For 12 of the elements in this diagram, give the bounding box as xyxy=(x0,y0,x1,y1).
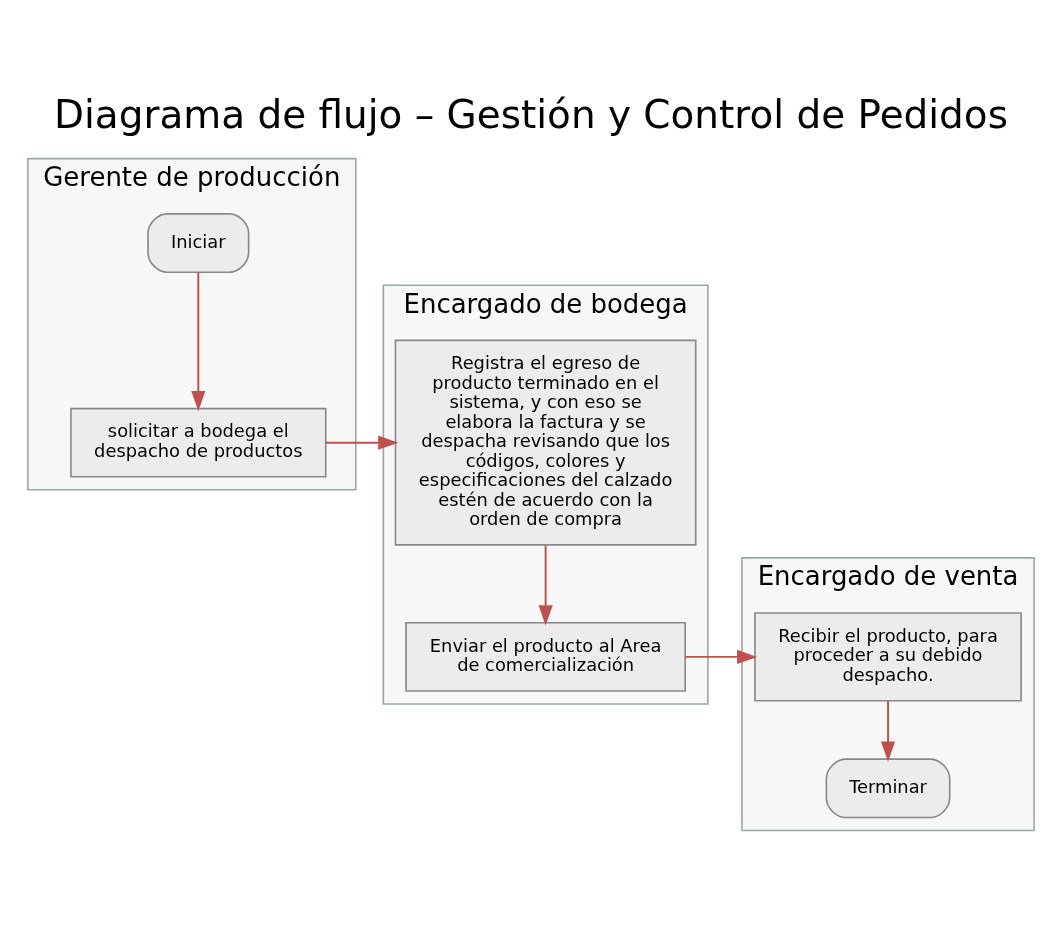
node-box: Iniciar xyxy=(147,212,250,273)
arrow xyxy=(324,435,399,450)
arrow xyxy=(880,699,896,762)
diagram-title: Diagrama de flujo – Gestión y Control de Pedidos xyxy=(54,91,1008,137)
node-box: Recibir el producto, para proceder a su debido despacho. xyxy=(754,611,1022,701)
arrow xyxy=(538,543,553,626)
node-box: Registra el egreso de producto terminado en el sistema, y con eso se elabora la factura y se despacha revisando que los códigos, colores y especificaciones del calzado estén de acuerdo con la orden de compra xyxy=(394,339,697,546)
arrow xyxy=(684,649,758,664)
node-box: Terminar xyxy=(825,757,951,818)
node-box: Enviar el producto al Area de comercialización xyxy=(405,621,686,692)
node-box: solicitar a bodega el despacho de productos xyxy=(70,407,327,478)
arrow xyxy=(191,270,206,411)
